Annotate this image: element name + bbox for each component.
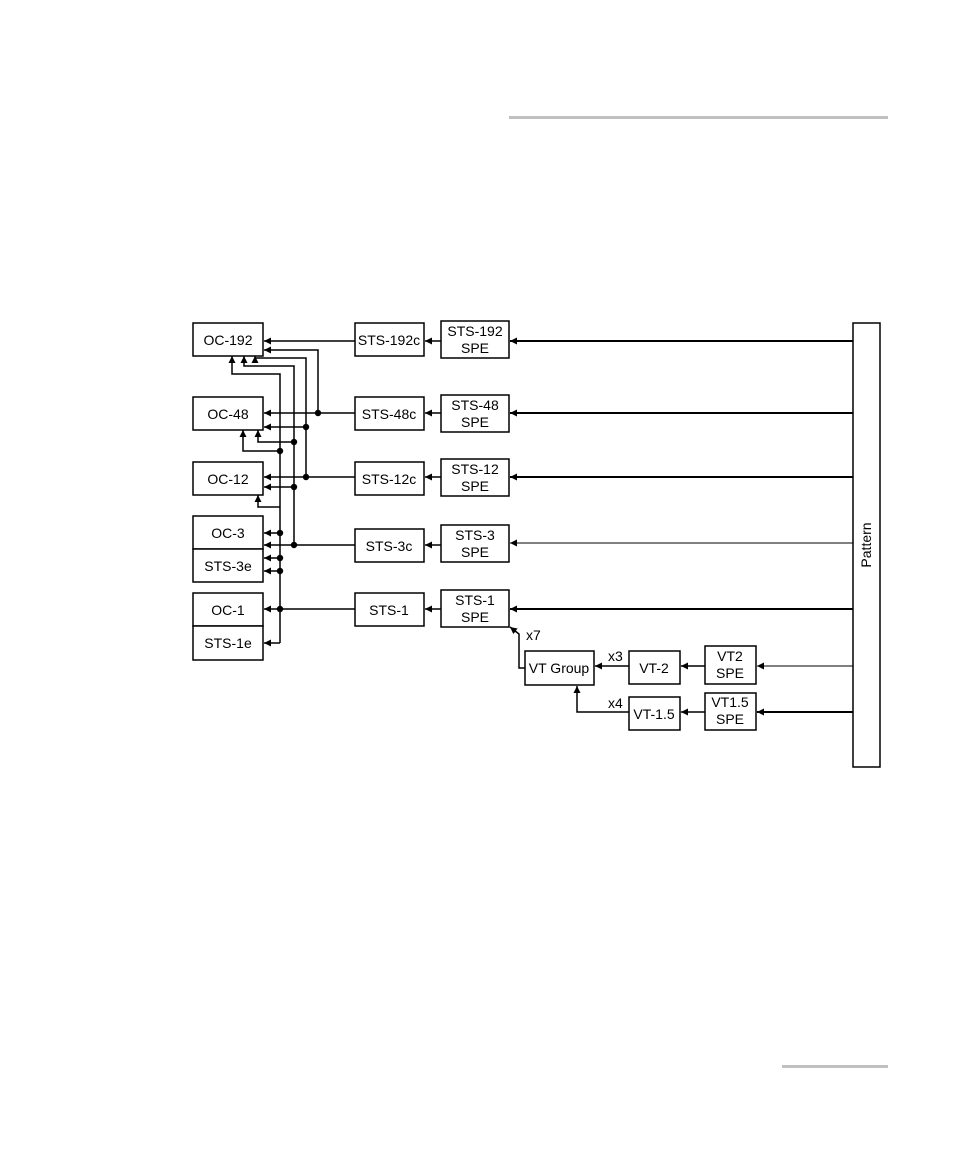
- multiplier-x7: x7: [526, 627, 541, 643]
- sts1-label: STS-1: [369, 602, 409, 618]
- vt2-spe-label-1: VT2: [717, 648, 743, 664]
- oc192-label: OC-192: [203, 332, 252, 348]
- spe12-label-1: STS-12: [451, 461, 499, 477]
- spe3-label-1: STS-3: [455, 527, 495, 543]
- vt15-label: VT-1.5: [633, 706, 674, 722]
- pattern-box: Pattern: [853, 323, 880, 767]
- vt15-spe-label-2: SPE: [716, 711, 744, 727]
- multiplier-x3: x3: [608, 648, 623, 664]
- sts3c-label: STS-3c: [366, 538, 413, 554]
- spe1-label-1: STS-1: [455, 592, 495, 608]
- sts192c-label: STS-192c: [358, 332, 420, 348]
- arrow-sts48c-oc192: [264, 350, 318, 413]
- arrow-sts1-oc12: [258, 495, 280, 507]
- vt15-spe-label-1: VT1.5: [711, 694, 749, 710]
- spe192-label-1: STS-192: [447, 323, 502, 339]
- vt2-label: VT-2: [639, 660, 669, 676]
- oc48-label: OC-48: [207, 406, 248, 422]
- sts12c-label: STS-12c: [362, 471, 416, 487]
- oc3-label: OC-3: [211, 525, 245, 541]
- vt2-spe-label-2: SPE: [716, 665, 744, 681]
- arrow-sts1-oc48: [243, 430, 280, 451]
- spe3-label-2: SPE: [461, 544, 489, 560]
- spe12-label-2: SPE: [461, 478, 489, 494]
- sts3e-label: STS-3e: [204, 558, 252, 574]
- spe192-label-2: SPE: [461, 340, 489, 356]
- sts48c-label: STS-48c: [362, 406, 416, 422]
- pattern-label: Pattern: [858, 522, 874, 567]
- multiplier-x4: x4: [608, 695, 623, 711]
- arrow-vtgroup-spe1: [510, 627, 525, 668]
- oc1-label: OC-1: [211, 602, 245, 618]
- spe1-label-2: SPE: [461, 609, 489, 625]
- arrow-sts3c-oc48: [258, 430, 294, 442]
- spe48-label-1: STS-48: [451, 397, 499, 413]
- vt-group-label: VT Group: [529, 660, 590, 676]
- sts1e-label: STS-1e: [204, 635, 252, 651]
- oc12-label: OC-12: [207, 471, 248, 487]
- spe48-label-2: SPE: [461, 414, 489, 430]
- junction-dots: [277, 410, 321, 612]
